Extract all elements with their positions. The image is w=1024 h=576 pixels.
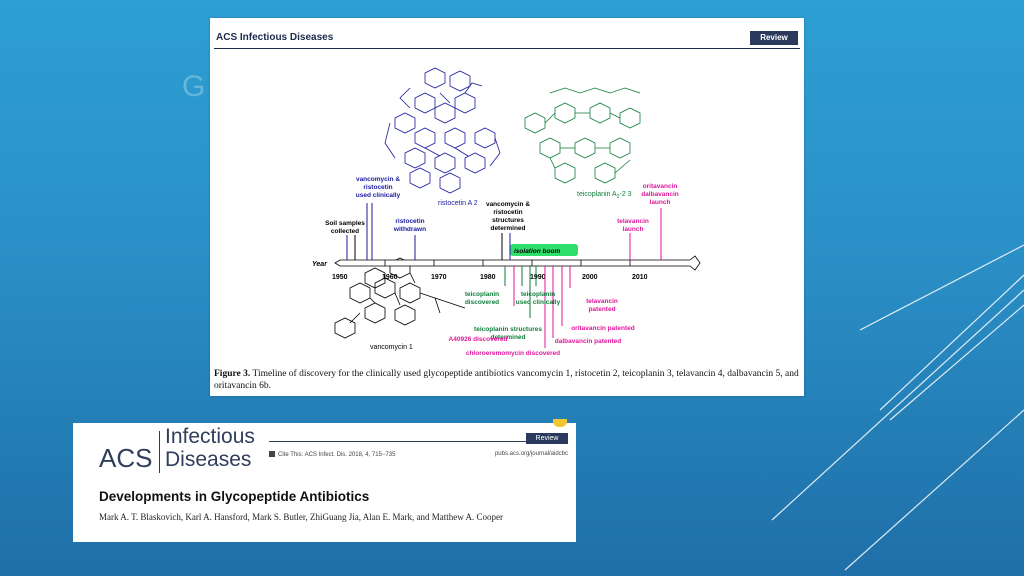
figure-journal-name: ACS Infectious Diseases [216, 32, 334, 43]
cite-line[interactable]: Cite This: ACS Infect. Dis. 2018, 4, 715… [269, 451, 395, 458]
badge-tab-accent [553, 419, 567, 427]
year-1950: 1950 [332, 274, 348, 281]
journal-line2: Diseases [165, 448, 252, 471]
caption-text: Timeline of discovery for the clinically… [214, 369, 799, 391]
label-a40926: A40926 discovered [449, 336, 508, 343]
isolation-boom-box [510, 244, 578, 256]
year-2000: 2000 [582, 274, 598, 281]
cite-icon [269, 451, 275, 457]
label-dalbavancin-patented: dalbavancin patented [555, 338, 621, 345]
slide-title-ghost: G [182, 70, 208, 103]
paper-authors: Mark A. T. Blaskovich, Karl A. Hansford,… [99, 512, 503, 522]
year-1960: 1960 [382, 274, 398, 281]
paper-card: ACS Infectious Diseases Review Cite This… [73, 419, 576, 542]
label-oritavancin-patented: oritavancin patented [571, 325, 635, 332]
caption-prefix: Figure 3. [214, 369, 251, 379]
label-chloroeremomycin: chloroeremomycin discovered [466, 350, 560, 357]
compound-label-ristocetin: ristocetin A 2 [438, 200, 478, 207]
figure-header-rule [214, 48, 800, 49]
year-1980: 1980 [480, 274, 496, 281]
isolation-boom-label: isolation boom [514, 248, 560, 255]
year-2010: 2010 [632, 274, 648, 281]
paper-review-badge: Review [526, 433, 568, 444]
paper-header-rule [269, 441, 555, 442]
timeline-axis-label: Year [312, 261, 328, 268]
cite-text: Cite This: ACS Infect. Dis. 2018, 4, 715… [278, 452, 396, 458]
vancomycin-structure [334, 257, 466, 339]
teicoplanin-structure [524, 87, 641, 184]
timeline-figure: ristocetin A 2 teicoplanin A2-2 3 [312, 67, 701, 357]
logo-divider [159, 431, 160, 473]
figure-review-badge: Review [750, 31, 798, 45]
compound-label-vancomycin: vancomycin 1 [370, 344, 413, 351]
year-1990: 1990 [530, 274, 546, 281]
year-1970: 1970 [431, 274, 447, 281]
figure-card: ACS Infectious Diseases Review ristoceti… [210, 18, 804, 396]
paper-title: Developments in Glycopeptide Antibiotics [99, 489, 370, 504]
figure-header: ACS Infectious Diseases Review [214, 30, 800, 48]
ristocetin-structure [384, 67, 501, 194]
journal-url-link[interactable]: pubs.acs.org/journal/aidcbc [494, 451, 568, 457]
timeline-axis [334, 255, 701, 271]
compound-label-teicoplanin: teicoplanin A2-2 3 [577, 191, 632, 200]
figure-caption: Figure 3. Timeline of discovery for the … [214, 368, 800, 392]
journal-line1: Infectious [165, 425, 255, 448]
acs-logo: ACS [99, 443, 153, 473]
